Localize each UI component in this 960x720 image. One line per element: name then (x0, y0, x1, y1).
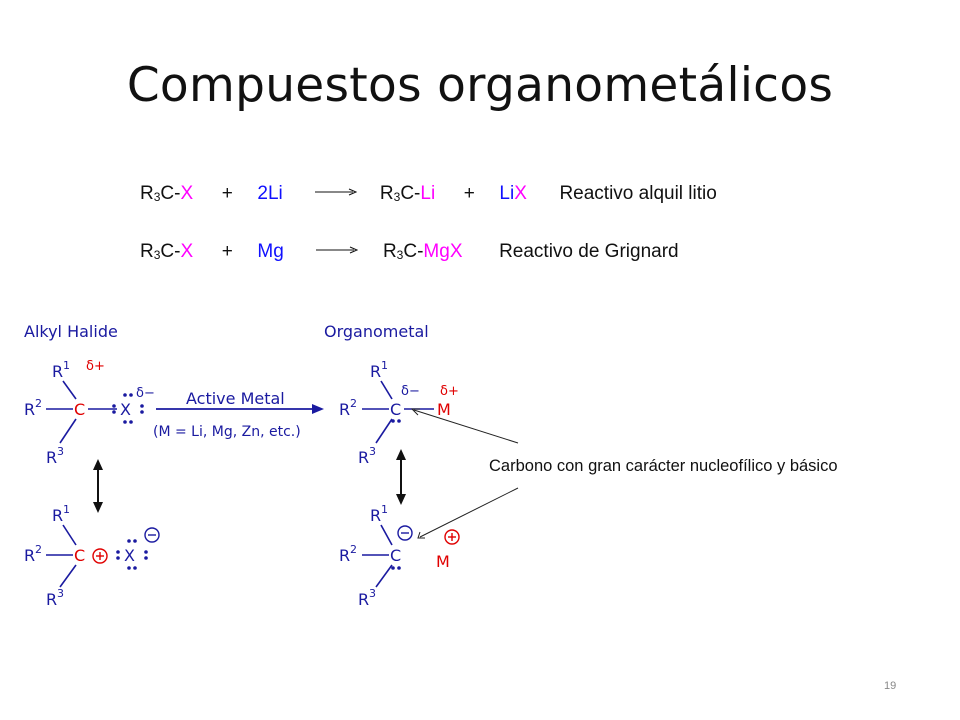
carbon-atom: C (390, 400, 401, 419)
svg-text:R: R (370, 362, 381, 381)
organometallic-scheme: Alkyl Halide Organometal R 1 R 2 R 3 C δ… (24, 322, 838, 609)
svg-text:R: R (46, 448, 57, 467)
metal-atom: M (437, 400, 451, 419)
reactant: R3C-X (140, 183, 194, 204)
delta-plus: δ+ (440, 384, 459, 399)
reagent: Mg (257, 241, 284, 262)
metal-condition: (M = Li, Mg, Zn, etc.) (153, 424, 301, 440)
reaction-alkyllithium: R3C-X + 2Li R3C-Li + LiX Reactivo alquil… (140, 183, 717, 205)
organometal-polarized: R 1 R 2 R 3 C δ− M δ+ (339, 359, 459, 467)
svg-text:R: R (358, 590, 369, 609)
reaction-arrow-icon (315, 188, 358, 196)
nucleophilic-carbon-annotation: Carbono con gran carácter nucleofílico y… (489, 457, 838, 475)
delta-plus: δ+ (86, 359, 105, 374)
svg-text:1: 1 (63, 359, 70, 372)
negative-charge-icon (144, 527, 160, 543)
svg-text:R: R (46, 590, 57, 609)
svg-text:R: R (339, 400, 350, 419)
svg-text:R: R (52, 362, 63, 381)
svg-text:1: 1 (63, 503, 70, 516)
annotation-pointer-icon (410, 408, 519, 539)
positive-charge-icon (92, 548, 108, 564)
delta-minus: δ− (136, 386, 155, 401)
reagent: 2Li (257, 183, 283, 204)
svg-text:R: R (52, 506, 63, 525)
svg-text:3: 3 (369, 445, 376, 458)
carbon-atom: C (74, 546, 85, 565)
negative-charge-icon (397, 525, 413, 541)
svg-text:2: 2 (35, 543, 42, 556)
svg-text:2: 2 (35, 397, 42, 410)
carbon-atom: C (390, 546, 401, 565)
carbanion-metal: R 1 R 2 R 3 C M (339, 503, 460, 609)
svg-text:3: 3 (57, 445, 64, 458)
product: R3C-Li (379, 183, 436, 204)
svg-text:R: R (339, 546, 350, 565)
active-metal-arrow-icon (156, 404, 324, 414)
plus-sign: + (463, 183, 475, 204)
carbon-atom: C (74, 400, 85, 419)
byproduct: LiX (499, 183, 527, 204)
delta-minus: δ− (401, 384, 420, 399)
metal-cation: M (436, 552, 450, 571)
svg-text:1: 1 (381, 359, 388, 372)
reaction-arrow-icon (316, 246, 359, 254)
carbocation-halide: R 1 R 2 R 3 C X (24, 503, 160, 609)
svg-text:R: R (358, 448, 369, 467)
resonance-arrow-icon (396, 449, 406, 505)
product: R3C-MgX (382, 241, 463, 262)
halide-atom: X (124, 546, 135, 565)
resonance-arrow-icon (93, 459, 103, 513)
positive-charge-icon (444, 529, 460, 545)
reactant: R3C-X (140, 241, 194, 262)
svg-text:R: R (24, 400, 35, 419)
plus-sign: + (221, 183, 233, 204)
alkyl-halide-label: Alkyl Halide (24, 322, 118, 341)
svg-text:R: R (370, 506, 381, 525)
halogen-atom: X (120, 400, 131, 419)
active-metal-label: Active Metal (186, 389, 285, 408)
reaction-name: Reactivo de Grignard (499, 241, 679, 262)
svg-text:2: 2 (350, 543, 357, 556)
alkyl-halide-polarized: R 1 R 2 R 3 C δ+ X δ− (24, 359, 155, 467)
svg-text:3: 3 (369, 587, 376, 600)
organometal-label: Organometal (324, 322, 429, 341)
page-number: 19 (884, 680, 897, 692)
reaction-name: Reactivo alquil litio (559, 183, 717, 204)
svg-text:3: 3 (57, 587, 64, 600)
svg-text:R: R (24, 546, 35, 565)
plus-sign: + (221, 241, 233, 262)
slide-title: Compuestos organometálicos (126, 58, 834, 113)
svg-text:1: 1 (381, 503, 388, 516)
svg-text:2: 2 (350, 397, 357, 410)
reaction-grignard: R3C-X + Mg R3C-MgX Reactivo de Grignard (140, 241, 679, 263)
